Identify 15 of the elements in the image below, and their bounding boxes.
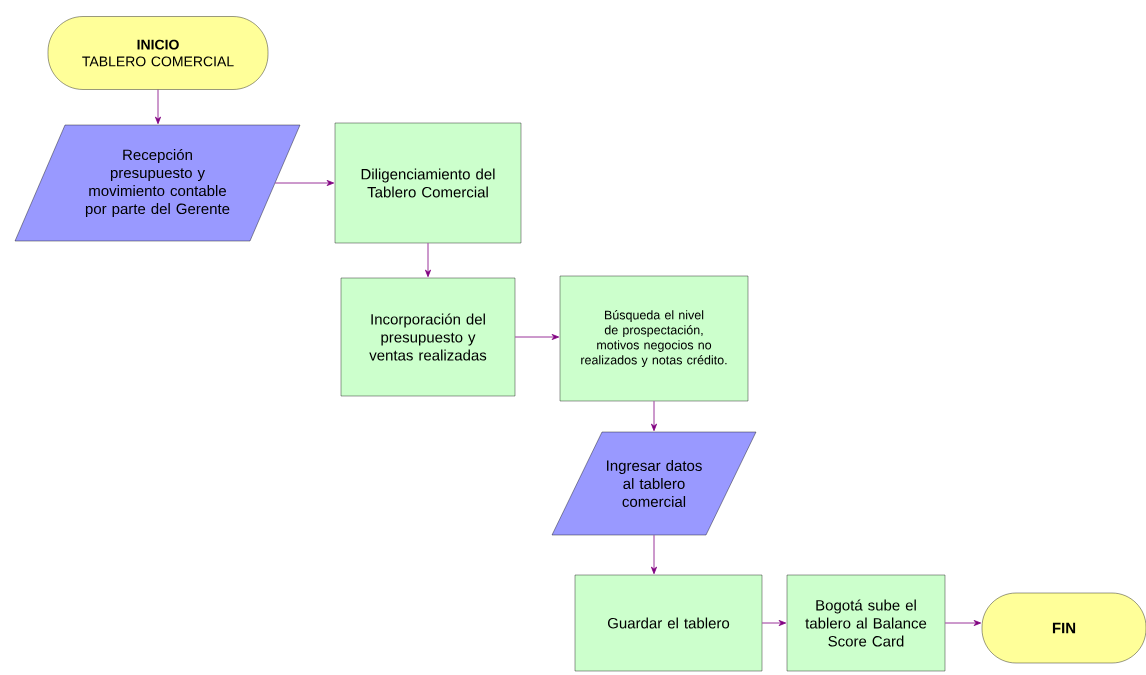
data-parallelogram: Recepción presupuesto y movimiento contable por parte del Gerente (14, 124, 301, 242)
arrow (944, 620, 982, 626)
data-parallelogram: Ingresar datos al tablero comercial (551, 431, 757, 536)
arrow (514, 334, 560, 340)
process-box: Incorporación del presupuesto y ventas realizadas (340, 277, 516, 397)
process-box: Diligenciamiento del Tablero Comercial (334, 122, 522, 244)
arrow (761, 620, 787, 626)
arrow (651, 400, 657, 432)
arrow (425, 242, 431, 278)
process-box: Búsqueda el nivel de prospectación, motivos negocios no realizados y notas crédito. (559, 275, 749, 402)
arrow (651, 534, 657, 575)
arrow (274, 180, 335, 186)
arrow (155, 89, 161, 125)
process-box: Guardar el tablero (574, 574, 763, 672)
process-box: Bogotá sube el tablero al Balance Score Card (786, 574, 946, 672)
